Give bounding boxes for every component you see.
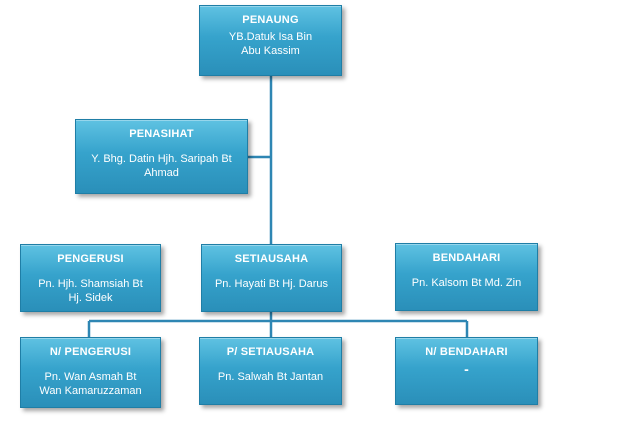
node-n-bendahari: N/ BENDAHARI - xyxy=(395,337,538,405)
node-title: PENGERUSI xyxy=(57,253,124,265)
node-penasihat: PENASIHAT Y. Bhg. Datin Hjh. Saripah Bt … xyxy=(75,119,248,194)
node-name: - xyxy=(464,361,469,377)
node-name: Pn. Wan Asmah Bt Wan Kamaruzzaman xyxy=(39,371,142,397)
node-bendahari: BENDAHARI Pn. Kalsom Bt Md. Zin xyxy=(395,243,538,311)
node-penaung: PENAUNG YB.Datuk Isa Bin Abu Kassim xyxy=(199,5,342,76)
node-title: PENASIHAT xyxy=(129,128,194,140)
node-name: Y. Bhg. Datin Hjh. Saripah Bt Ahmad xyxy=(91,153,232,179)
node-title: SETIAUSAHA xyxy=(234,253,309,265)
node-name: Pn. Salwah Bt Jantan xyxy=(217,371,324,383)
node-name: Pn. Kalsom Bt Md. Zin xyxy=(411,277,522,289)
node-name: Pn. Hjh. Shamsiah Bt Hj. Sidek xyxy=(38,278,143,304)
node-name: Pn. Hayati Bt Hj. Darus xyxy=(214,278,329,290)
node-p-setiausaha: P/ SETIAUSAHA Pn. Salwah Bt Jantan xyxy=(199,337,342,405)
node-n-pengerusi: N/ PENGERUSI Pn. Wan Asmah Bt Wan Kamaru… xyxy=(20,337,161,408)
node-name: YB.Datuk Isa Bin Abu Kassim xyxy=(228,31,313,57)
node-setiausaha: SETIAUSAHA Pn. Hayati Bt Hj. Darus xyxy=(201,244,342,312)
node-pengerusi: PENGERUSI Pn. Hjh. Shamsiah Bt Hj. Sidek xyxy=(20,244,161,312)
node-title: N/ BENDAHARI xyxy=(425,346,508,358)
node-title: PENAUNG xyxy=(242,14,299,26)
node-title: BENDAHARI xyxy=(432,252,501,264)
node-title: P/ SETIAUSAHA xyxy=(226,346,315,358)
node-title: N/ PENGERUSI xyxy=(49,346,132,358)
